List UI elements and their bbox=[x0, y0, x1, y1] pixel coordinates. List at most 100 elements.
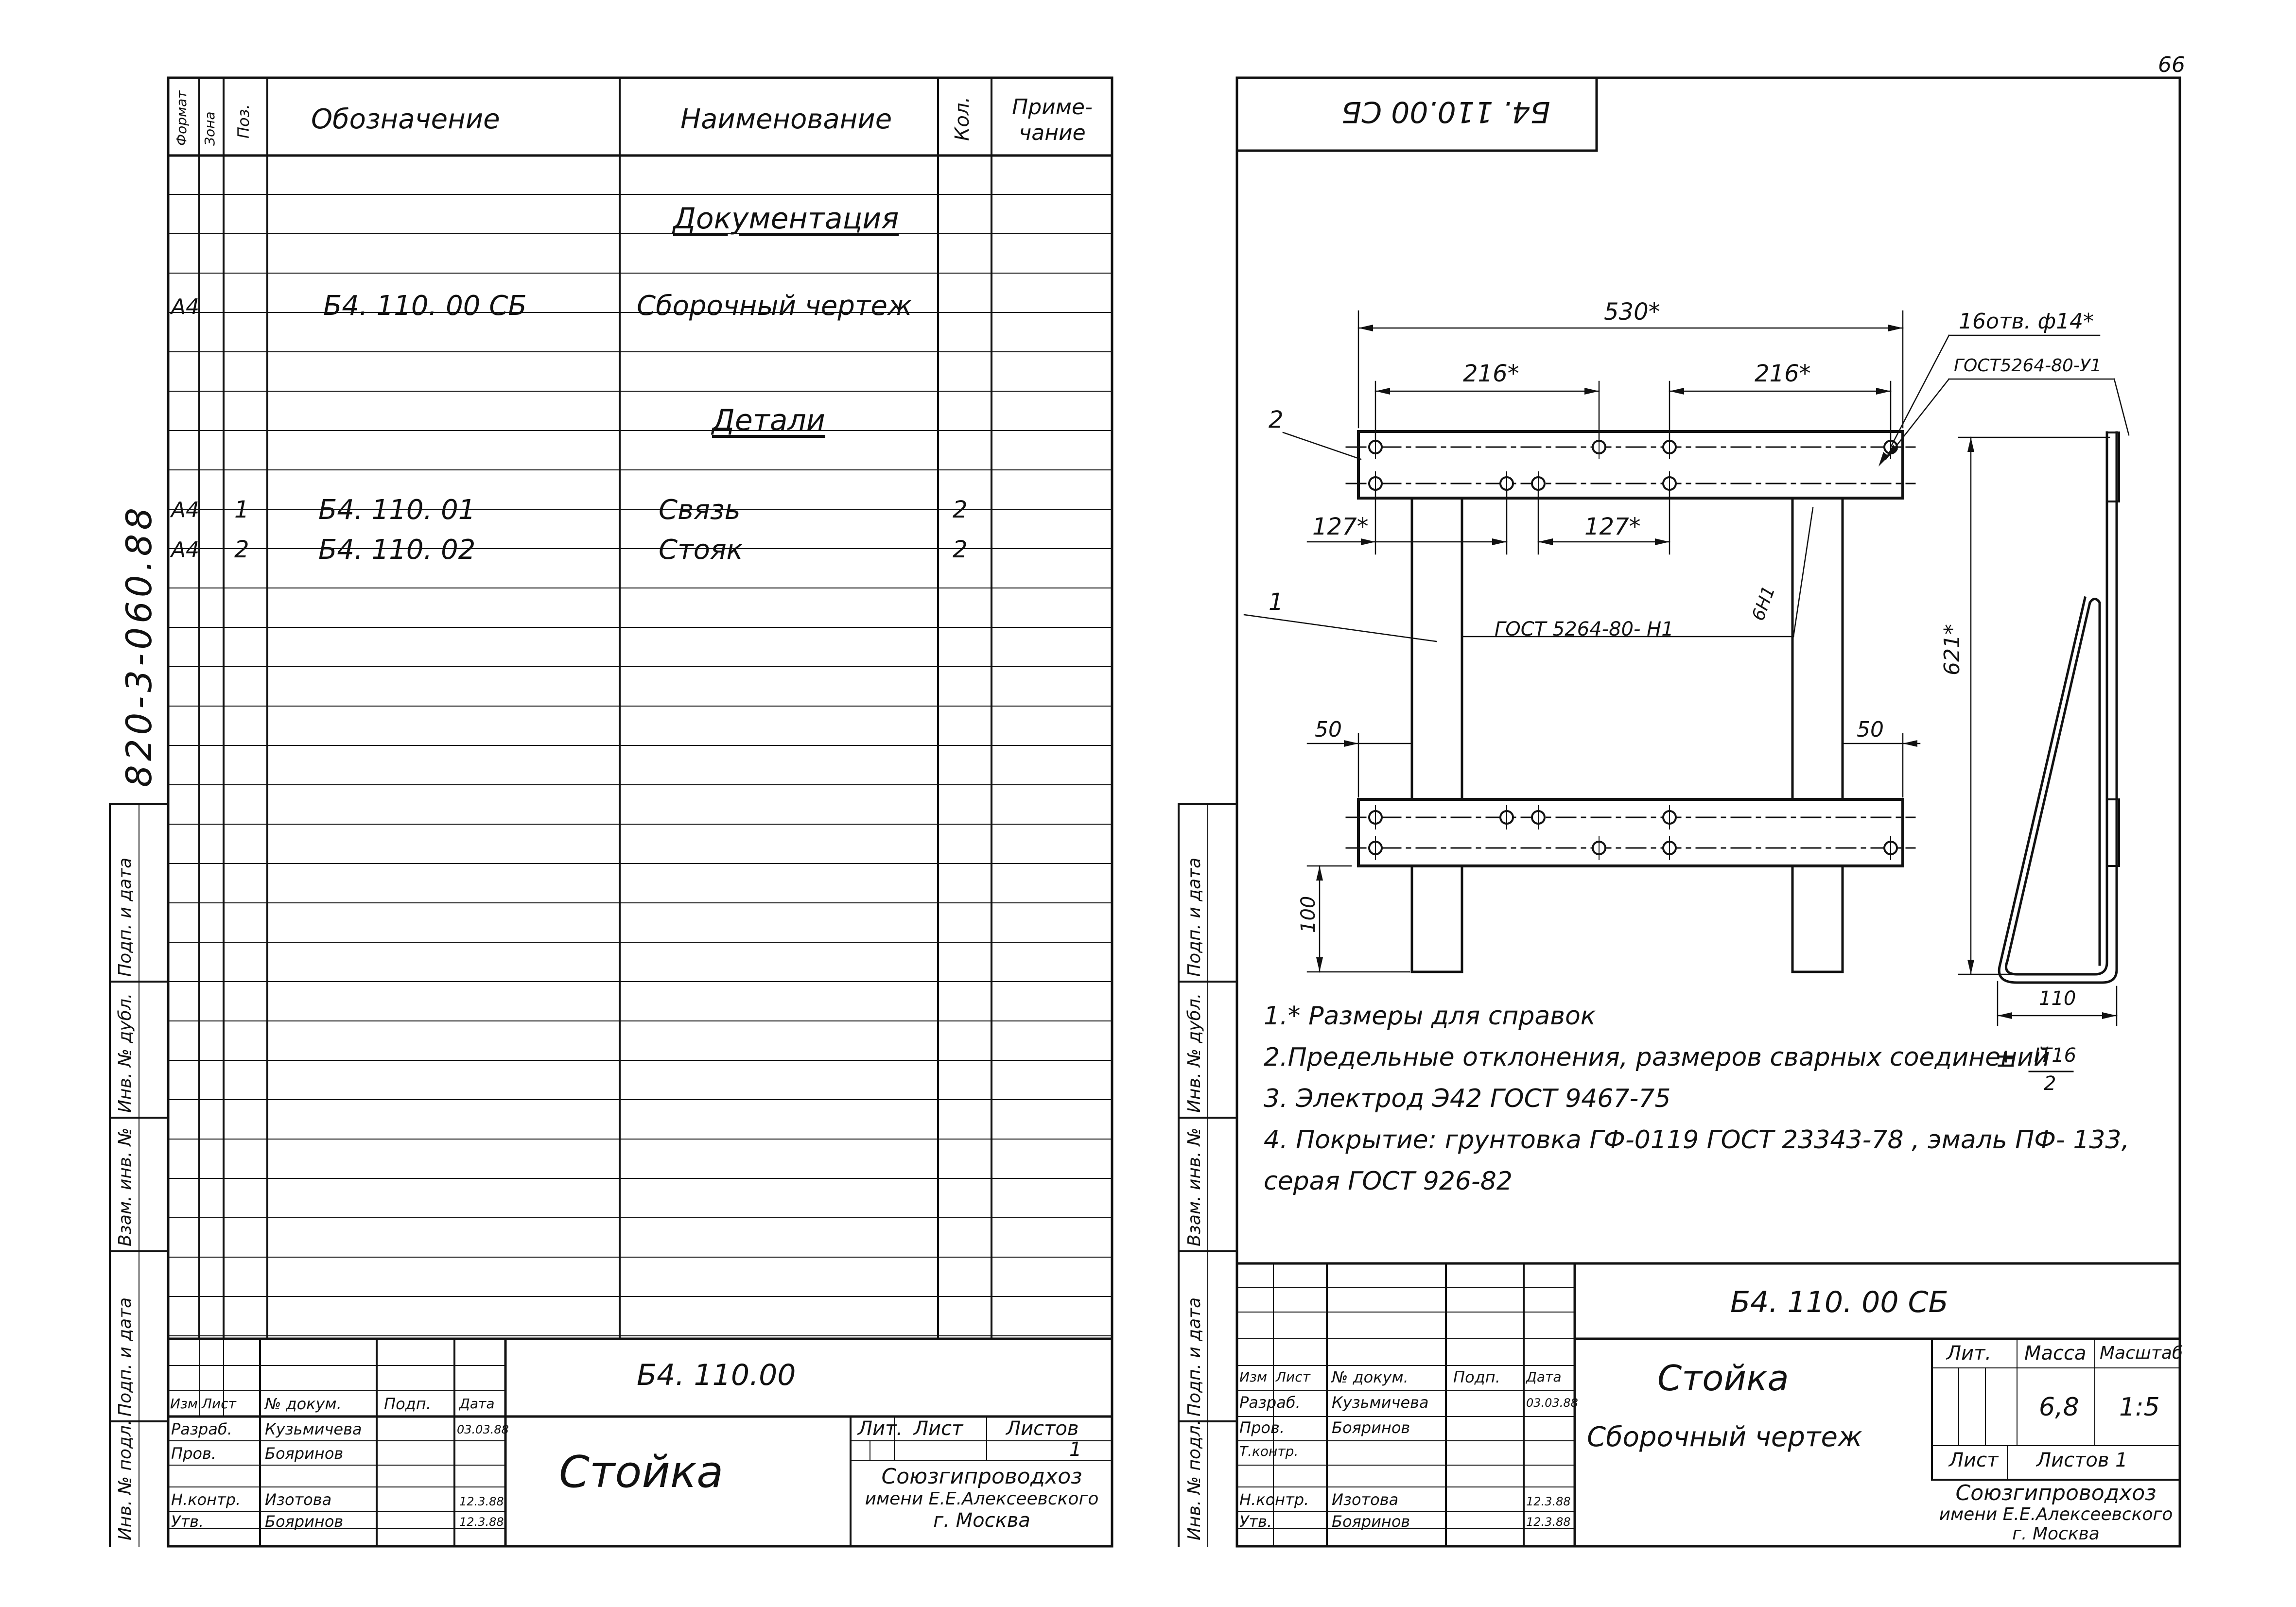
sign-date: 12.3.88 bbox=[1526, 1515, 1571, 1529]
header-format: Формат bbox=[174, 90, 190, 146]
sheet-label: Лист bbox=[1949, 1449, 1999, 1471]
part-pos: 2 bbox=[234, 536, 249, 563]
mass-value: 6,8 bbox=[2039, 1393, 2079, 1422]
scale-label: Масштаб bbox=[2100, 1343, 2183, 1363]
part-qty: 2 bbox=[953, 496, 968, 523]
header-pos: Поз. bbox=[234, 104, 253, 138]
side-label: Подп. и дата bbox=[1184, 1297, 1204, 1417]
sheets-label: Листов bbox=[1006, 1417, 1079, 1440]
person-name: Изотова bbox=[265, 1490, 332, 1509]
dim-right-edge: 50 bbox=[1857, 717, 1884, 742]
dim-left-edge: 50 bbox=[1315, 717, 1342, 742]
doc-name: Сборочный чертеж bbox=[637, 290, 912, 322]
person-name: Кузьмичева bbox=[1332, 1393, 1429, 1412]
scale-value: 1:5 bbox=[2119, 1393, 2160, 1422]
col-izm: Изм bbox=[1239, 1369, 1267, 1385]
organization: Союзгипроводхоз имени Е.Е.Алексеевского … bbox=[853, 1465, 1111, 1531]
role-label: Разраб. bbox=[1239, 1393, 1301, 1412]
org-name: Союзгипроводхоз bbox=[881, 1464, 1082, 1489]
org-city: г. Москва bbox=[2012, 1523, 2100, 1544]
dim-overall: 530* bbox=[1604, 298, 1660, 326]
side-label: Взам. инв. № bbox=[115, 1127, 135, 1246]
lit-label: Лит. bbox=[1947, 1342, 1992, 1365]
title-block-code: Б4. 110.00 bbox=[637, 1358, 796, 1392]
part-designation: Б4. 110. 02 bbox=[318, 534, 476, 566]
person-name: Бояринов bbox=[1332, 1418, 1410, 1437]
org-city: г. Москва bbox=[933, 1509, 1030, 1532]
header-designation: Обозначение bbox=[311, 104, 500, 135]
doc-format: А4 bbox=[171, 294, 200, 319]
sign-date: 12.3.88 bbox=[1526, 1495, 1571, 1508]
dim-leg-bottom: 100 bbox=[1297, 896, 1320, 933]
tolerance-denominator: 2 bbox=[2044, 1072, 2056, 1095]
col-sign: Подп. bbox=[384, 1395, 431, 1413]
role-label: Н.контр. bbox=[171, 1490, 241, 1509]
note: 3. Электрод Э42 ГОСТ 9467-75 bbox=[1264, 1084, 1671, 1113]
title-block-subtitle: Сборочный чертеж bbox=[1587, 1421, 1862, 1453]
role-label: Т.контр. bbox=[1239, 1443, 1299, 1459]
dim-mid-offset: 127* bbox=[1584, 513, 1641, 540]
part-name: Стояк bbox=[659, 534, 743, 566]
col-list: Лист bbox=[202, 1396, 236, 1412]
part-qty: 2 bbox=[953, 536, 968, 563]
person-name: Изотова bbox=[1332, 1490, 1399, 1509]
side-label: Взам. инв. № bbox=[1184, 1127, 1204, 1246]
sheet-label: Лист bbox=[914, 1417, 963, 1440]
sign-date: 12.3.88 bbox=[459, 1495, 504, 1508]
side-label: Инв. № подл. bbox=[115, 1419, 135, 1540]
title-block-title: Стойка bbox=[559, 1447, 724, 1498]
sign-date: 12.3.88 bbox=[459, 1515, 504, 1529]
doc-designation: Б4. 110. 00 СБ bbox=[323, 290, 527, 322]
role-label: Н.контр. bbox=[1239, 1490, 1309, 1509]
org-name: Союзгипроводхоз bbox=[1955, 1481, 2157, 1505]
part-designation: Б4. 110. 01 bbox=[318, 494, 476, 526]
role-label: Утв. bbox=[171, 1512, 204, 1531]
col-sign: Подп. bbox=[1453, 1368, 1500, 1386]
tolerance-sign: ± bbox=[1995, 1044, 2017, 1073]
part-pos: 1 bbox=[234, 496, 249, 523]
dim-left-spacing: 216* bbox=[1463, 360, 1519, 387]
mirrored-stamp-code: Б4. 110.00 СБ bbox=[1341, 95, 1550, 129]
person-name: Бояринов bbox=[265, 1512, 344, 1531]
side-label: Инв. № дубл. bbox=[115, 993, 135, 1113]
callout-pos2: 2 bbox=[1269, 406, 1284, 433]
callout-holes: 16отв. ф14* bbox=[1959, 309, 2094, 334]
side-label: Инв. № дубл. bbox=[1184, 993, 1204, 1113]
section-documentation: Документация bbox=[673, 202, 899, 236]
person-name: Бояринов bbox=[265, 1444, 344, 1463]
callout-weld-top: ГОСТ5264-80-У1 bbox=[1954, 356, 2102, 376]
note: серая ГОСТ 926-82 bbox=[1264, 1167, 1513, 1196]
col-izm: Изм bbox=[170, 1396, 198, 1412]
part-name: Связь bbox=[659, 494, 741, 526]
page-number: 66 bbox=[2158, 52, 2185, 77]
person-name: Кузьмичева bbox=[265, 1420, 362, 1438]
org-honorific: имени Е.Е.Алексеевского bbox=[865, 1489, 1099, 1509]
organization: Союзгипроводхоз имени Е.Е.Алексеевского … bbox=[1932, 1482, 2180, 1543]
tolerance-numerator: IT16 bbox=[2034, 1044, 2077, 1067]
col-date: Дата bbox=[1526, 1369, 1562, 1385]
org-honorific: имени Е.Е.Алексеевского bbox=[1939, 1504, 2173, 1525]
side-label: Подп. и дата bbox=[1184, 857, 1204, 977]
mass-label: Масса bbox=[2024, 1342, 2087, 1365]
sheets-label: Листов 1 bbox=[2036, 1449, 2128, 1471]
side-label: Подп. и дата bbox=[115, 857, 135, 977]
col-doc: № докум. bbox=[1332, 1368, 1409, 1386]
sign-date: 03.03.88 bbox=[1526, 1396, 1578, 1410]
header-zone: Зона bbox=[202, 111, 218, 146]
section-details: Детали bbox=[712, 403, 825, 437]
dim-left-offset: 127* bbox=[1312, 513, 1369, 540]
header-note: Приме- чание bbox=[1012, 95, 1093, 145]
callout-weld-main: ГОСТ 5264-80- Н1 bbox=[1495, 618, 1674, 640]
note: 2.Предельные отклонения, размеров сварны… bbox=[1264, 1043, 2050, 1072]
document-code: 820-3-060.88 bbox=[119, 503, 159, 787]
col-doc: № докум. bbox=[265, 1395, 342, 1413]
sheets-value: 1 bbox=[1069, 1438, 1082, 1461]
sign-date: 03.03.88 bbox=[457, 1423, 509, 1436]
title-block-title: Стойка bbox=[1657, 1358, 1789, 1399]
role-label: Разраб. bbox=[171, 1420, 232, 1438]
lit-label: Лит. bbox=[858, 1417, 903, 1440]
side-label: Подп. и дата bbox=[115, 1297, 135, 1417]
title-block-code: Б4. 110. 00 СБ bbox=[1730, 1285, 1948, 1319]
part-format: А4 bbox=[171, 498, 200, 522]
